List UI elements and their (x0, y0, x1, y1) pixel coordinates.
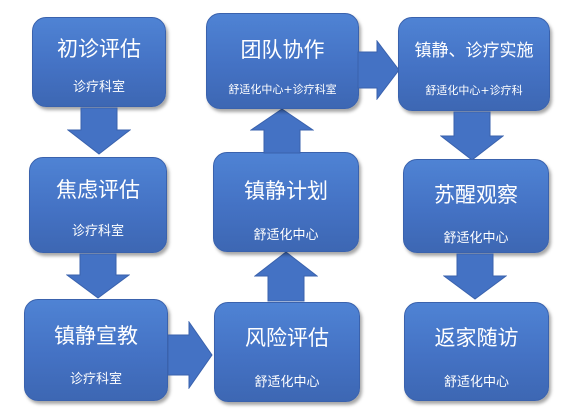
arrow-down-icon (67, 107, 131, 155)
step-title: 风险评估 (245, 326, 329, 350)
step-team-collaboration: 团队协作 舒适化中心+诊疗科室 (206, 13, 359, 109)
step-department: 诊疗科室 (69, 372, 122, 387)
step-department: 舒适化中心 (443, 375, 509, 390)
step-title: 镇静计划 (244, 179, 328, 203)
step-department: 舒适化中心+诊疗科 (425, 84, 523, 97)
step-title: 返家随访 (434, 326, 519, 350)
arrow-down-icon (440, 111, 504, 161)
step-department: 诊疗科室 (71, 224, 124, 239)
step-sedation-plan: 镇静计划 舒适化中心 (213, 152, 359, 252)
step-department: 舒适化中心 (443, 231, 509, 246)
step-title: 初诊评估 (57, 37, 141, 61)
arrow-up-icon (254, 251, 318, 302)
step-recovery-observation: 苏醒观察 舒适化中心 (403, 159, 549, 253)
step-risk-assessment: 风险评估 舒适化中心 (214, 302, 360, 402)
step-department: 舒适化中心+诊疗科室 (228, 83, 337, 96)
arrow-right-icon (357, 40, 400, 100)
step-initial-assessment: 初诊评估 诊疗科室 (32, 17, 166, 107)
step-title: 苏醒观察 (434, 183, 518, 207)
step-title: 焦虑评估 (56, 178, 140, 202)
step-sedation-treatment: 镇静、诊疗实施 舒适化中心+诊疗科 (398, 17, 550, 111)
step-sedation-education: 镇静宣教 诊疗科室 (24, 299, 168, 401)
step-department: 舒适化中心 (253, 228, 319, 243)
step-title: 镇静、诊疗实施 (414, 41, 534, 61)
arrow-right-icon (167, 321, 213, 389)
arrow-down-icon (443, 253, 507, 300)
step-anxiety-assessment: 焦虑评估 诊疗科室 (29, 157, 167, 253)
step-title: 镇静宣教 (54, 324, 138, 348)
arrow-down-icon (66, 253, 130, 299)
arrow-up-icon (250, 108, 314, 154)
step-title: 团队协作 (240, 38, 325, 62)
step-department: 舒适化中心 (254, 375, 320, 390)
step-department: 诊疗科室 (72, 80, 125, 95)
step-follow-up-visit: 返家随访 舒适化中心 (404, 302, 549, 401)
